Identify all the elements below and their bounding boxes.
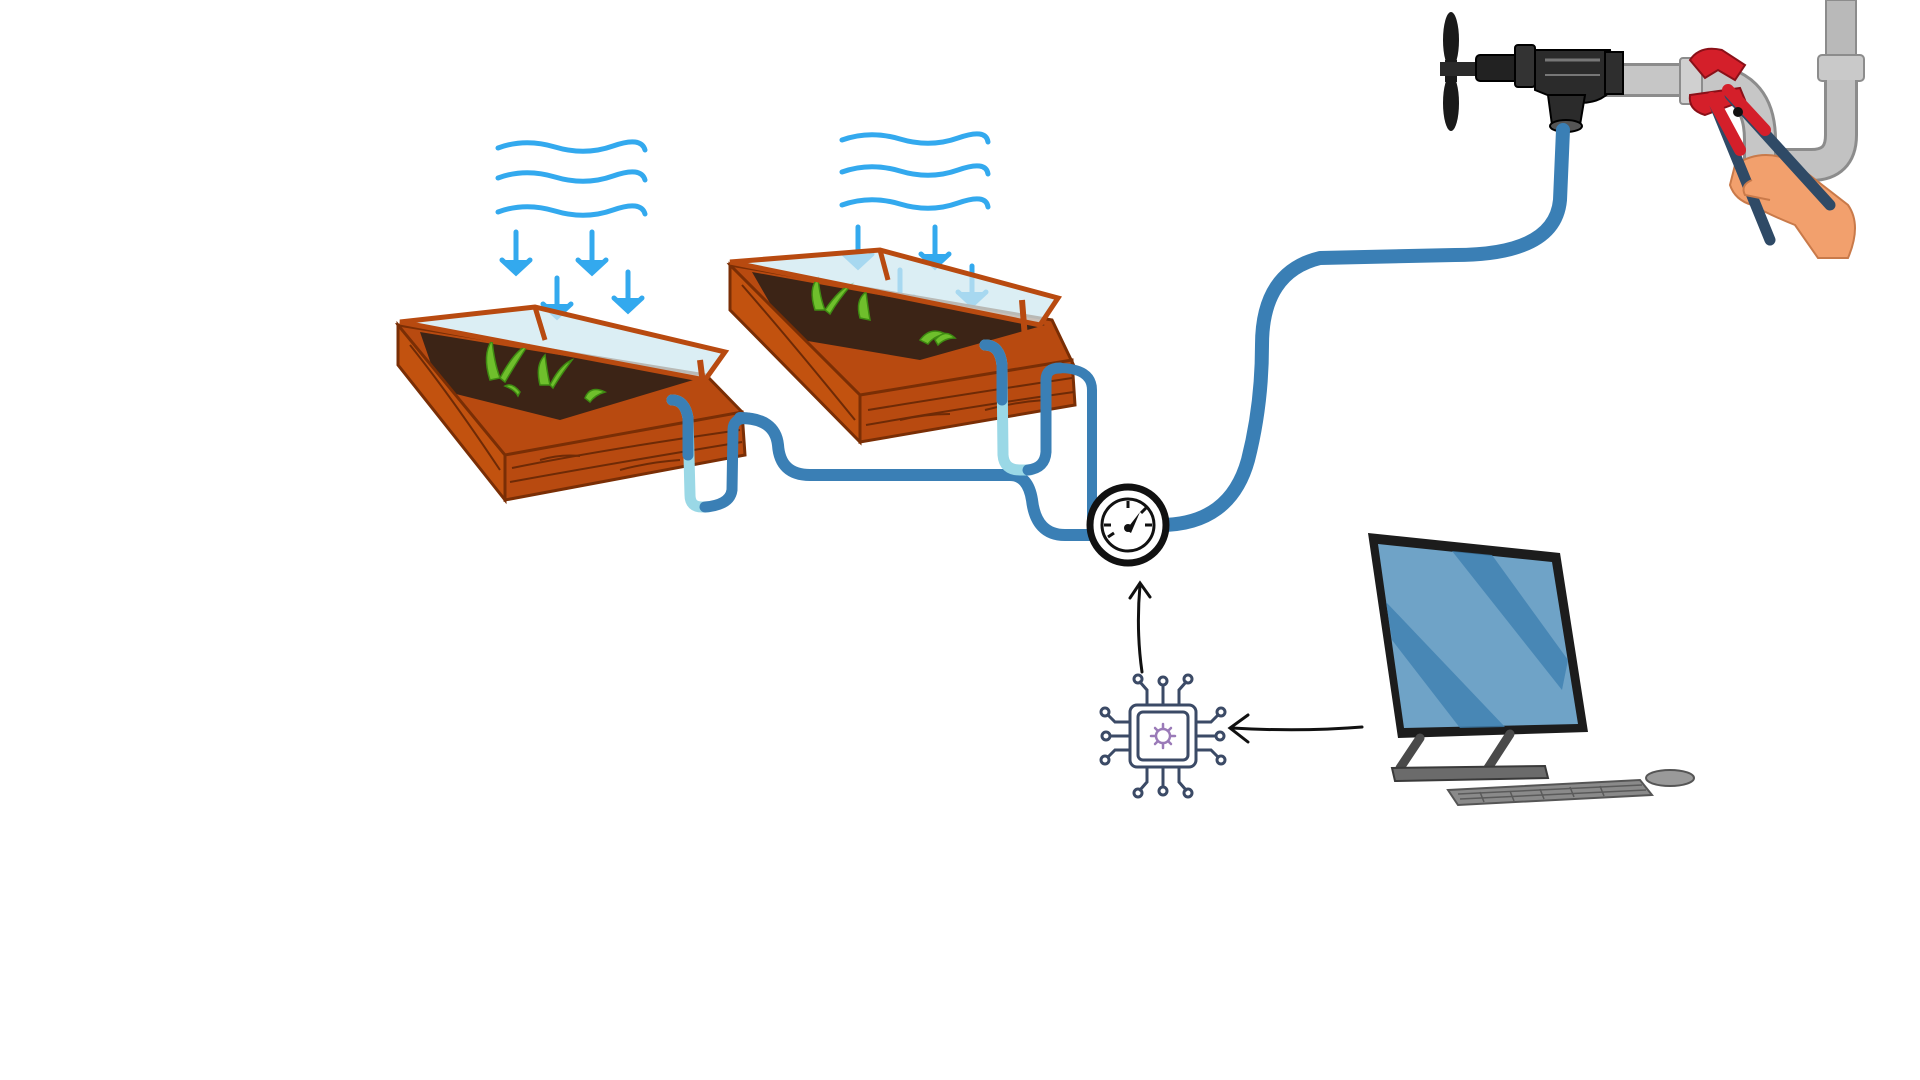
keyboard-icon[interactable] — [1446, 778, 1654, 807]
arrow-computer-to-chip — [1230, 725, 1364, 732]
microchip-icon[interactable] — [1099, 673, 1227, 799]
control-arrows — [1128, 580, 1364, 744]
gear-icon — [1149, 722, 1177, 750]
pipe-wrench-icon — [1688, 47, 1856, 259]
rain-arrows-1 — [499, 229, 645, 321]
raised-garden-bed-icon — [726, 247, 1078, 446]
arrow-chip-to-valve — [1136, 583, 1144, 674]
raised-garden-bed-icon — [395, 304, 747, 505]
desktop-computer-icon[interactable] — [1368, 533, 1695, 807]
main-pipe-1 — [734, 412, 1104, 541]
water-tap-icon — [1440, 12, 1624, 133]
water-pipes — [666, 123, 1570, 541]
mouse-icon[interactable] — [1645, 769, 1695, 787]
pressure-gauge-icon[interactable] — [1086, 483, 1170, 567]
rain-icon — [495, 139, 648, 321]
supply-hose — [1153, 123, 1570, 532]
